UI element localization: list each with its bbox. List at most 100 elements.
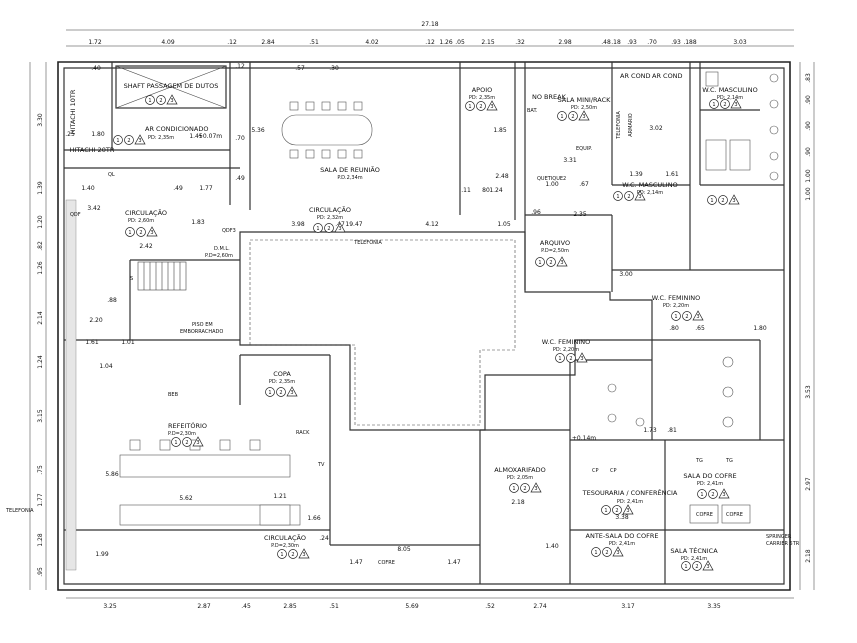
room-tag: 2 <box>566 353 576 363</box>
room-tag-number: 1 <box>674 314 677 320</box>
room-tag-number: 2 <box>695 564 698 570</box>
room-circ-3-pd: P.D=2,30m <box>271 543 299 549</box>
room-tag-number: 1 <box>538 260 541 266</box>
label-bat: BAT. <box>527 108 538 114</box>
room-tag-number: 3 <box>696 314 699 320</box>
dim-top: 4.09 <box>161 39 175 46</box>
label-cofre: COFRE <box>378 560 395 566</box>
label-dml: D.M.L. <box>214 246 230 252</box>
dim-inner: 19.47 <box>345 221 362 228</box>
label-telefonia-top: TELEFONIA <box>353 240 382 246</box>
room-copa-pd: PD: 2,35m <box>269 379 295 385</box>
room-tag-number: 3 <box>196 440 199 446</box>
room-circ-1-name: CIRCULAÇÃO <box>125 208 167 217</box>
dim-inner: 1.45 <box>189 133 203 140</box>
dim-left: .75 <box>37 465 44 475</box>
room-tag: 3 <box>728 194 740 205</box>
room-almox-name: ALMOXARIFADO <box>494 466 545 474</box>
dim-inner: 1.47 <box>447 559 461 566</box>
dim-left: 1.26 <box>37 261 44 275</box>
room-arquivo-name: ARQUIVO <box>540 239 570 247</box>
dim-left: 1.77 <box>37 493 44 507</box>
dim-bottom: 5.69 <box>405 603 419 610</box>
label-springer-2: CARRIER 5TR <box>766 541 800 547</box>
room-tag-number: 2 <box>279 390 282 396</box>
room-tag: 3 <box>334 222 346 233</box>
room-tag-number: 1 <box>174 440 177 446</box>
room-meeting-name: SALA DE REUNIÃO <box>320 165 380 174</box>
dim-inner: 1.01 <box>121 339 135 346</box>
room-tag: 1 <box>535 257 545 267</box>
dim-top: 3.03 <box>733 39 747 46</box>
room-tag-number: 1 <box>558 356 561 362</box>
room-tag-number: 1 <box>128 230 131 236</box>
dim-left: .82 <box>37 241 44 251</box>
room-tag-number: 2 <box>327 226 330 232</box>
dim-right: .90 <box>805 147 812 157</box>
dim-bottom: 3.25 <box>103 603 117 610</box>
dim-top: .188 <box>683 39 697 46</box>
room-tag-number: 3 <box>706 564 709 570</box>
dim-inner: 5.62 <box>179 495 193 502</box>
shaft <box>115 65 227 109</box>
dim-inner: 1.66 <box>307 515 321 522</box>
room-tag: 2 <box>720 99 730 109</box>
room-tag: 1 <box>509 483 519 493</box>
left-dimensions: 3.301.391.20.821.262.141.243.15.751.771.… <box>37 113 44 577</box>
room-tag-number: 2 <box>721 198 724 204</box>
room-tag-number: 1 <box>684 564 687 570</box>
room-tag: 2 <box>692 561 702 571</box>
room-tag: 1 <box>697 489 707 499</box>
room-tag: 2 <box>520 483 530 493</box>
room-tag-number: 3 <box>490 104 493 110</box>
dim-top: 2.15 <box>481 39 495 46</box>
room-circ-2-pd: PD: 2,32m <box>317 215 343 221</box>
room-tag: 3 <box>576 352 588 363</box>
dim-inner: 1.85 <box>493 127 507 134</box>
dim-inner: .24 <box>319 535 329 542</box>
room-tag: 1 <box>277 549 287 559</box>
dim-bottom: 2.85 <box>283 603 297 610</box>
dim-inner: 2.35 <box>573 211 587 218</box>
room-wc-masc-2-pd: PD: 2,14m <box>637 190 663 196</box>
dim-top-total: 27.18 <box>421 21 438 28</box>
dim-inner: 1.61 <box>665 171 679 178</box>
dim-inner: 1.61 <box>85 339 99 346</box>
dim-left: 1.24 <box>37 355 44 369</box>
room-nobreak: NO BREAK <box>532 93 567 101</box>
room-tag-number: 3 <box>734 102 737 108</box>
dim-inner: .49 <box>235 175 245 182</box>
room-tag: 2 <box>546 257 556 267</box>
dim-top: .05 <box>455 39 465 46</box>
room-tag-number: 2 <box>711 492 714 498</box>
dim-inner: +0.14m <box>572 435 596 442</box>
dim-inner: 5.36 <box>251 127 265 134</box>
room-tag: 2 <box>718 195 728 205</box>
dim-inner: 2.42 <box>139 243 153 250</box>
room-tag: 3 <box>286 386 298 397</box>
dim-bottom: .51 <box>329 603 339 610</box>
room-tag: 1 <box>465 101 475 111</box>
dimension-lines <box>29 29 815 599</box>
room-tag-number: 3 <box>626 508 629 514</box>
dim-inner: 3.31 <box>563 157 577 164</box>
label-cofre-1: COFRE <box>696 512 713 518</box>
room-tag: 1 <box>591 547 601 557</box>
room-tag-number: 3 <box>560 260 563 266</box>
dim-inner: 1.00 <box>545 181 559 188</box>
room-tag: 3 <box>578 110 590 121</box>
room-tag-number: 1 <box>710 198 713 204</box>
room-tag-number: 2 <box>723 102 726 108</box>
hatched-wall-strip <box>65 199 77 571</box>
dim-inner: 1.04 <box>99 363 113 370</box>
room-tag: 3 <box>530 482 542 493</box>
dim-right: .90 <box>805 95 812 105</box>
room-tag: 3 <box>634 190 646 201</box>
room-tag-number: 3 <box>580 356 583 362</box>
room-tag: 2 <box>624 191 634 201</box>
dim-inner: 1.24 <box>489 187 503 194</box>
room-tag: 3 <box>556 256 568 267</box>
label-cp-2: CP <box>610 468 617 474</box>
label-tv: TV <box>317 462 325 468</box>
